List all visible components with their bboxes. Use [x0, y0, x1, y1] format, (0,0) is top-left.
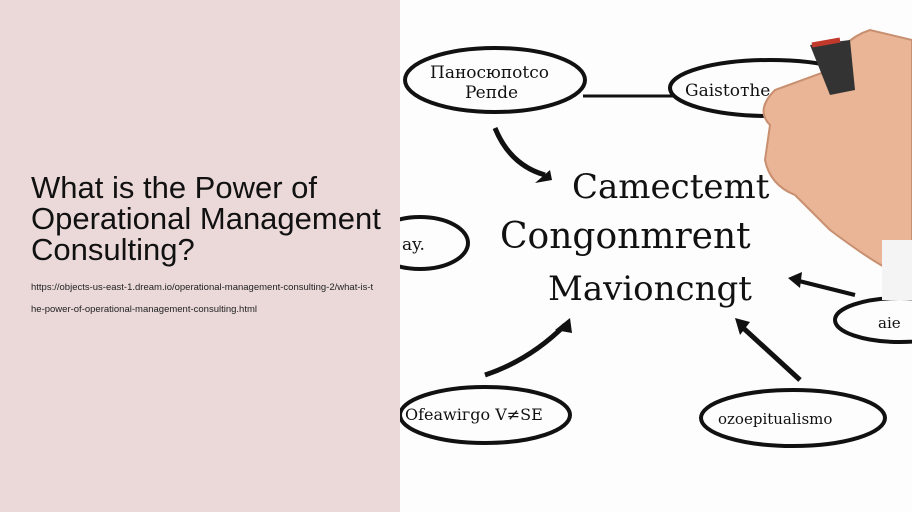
bubble-text: Ofeawiгgo V≠SE [405, 405, 543, 424]
page-title: What is the Power of Operational Managem… [31, 170, 381, 267]
bubble-text: ozoepitualismo [718, 410, 832, 428]
center-text: Camectemt [572, 167, 770, 207]
bubble-text: Пaноcюпоtco [430, 63, 549, 83]
article-url[interactable]: https://objects-us-east-1.dream.io/opera… [31, 282, 374, 315]
bubble-text: aie [878, 314, 901, 332]
bubble-text: Peпde [465, 83, 518, 103]
bubble-text: Gaistoтhe [685, 81, 770, 101]
mind-map-image: Пaноcюпоtco Peпde Gaistoтhe ay. aie Ofea… [370, 28, 912, 448]
mind-map-illustration: Пaноcюпоtco Peпde Gaistoтhe ay. aie Ofea… [370, 0, 912, 512]
center-text: Mavioncngt [548, 269, 752, 309]
center-text: Congonmrent [500, 216, 751, 257]
bubble-text: ay. [402, 235, 425, 255]
hand-icon [762, 28, 912, 300]
article-panel: What is the Power of Operational Managem… [0, 0, 400, 512]
